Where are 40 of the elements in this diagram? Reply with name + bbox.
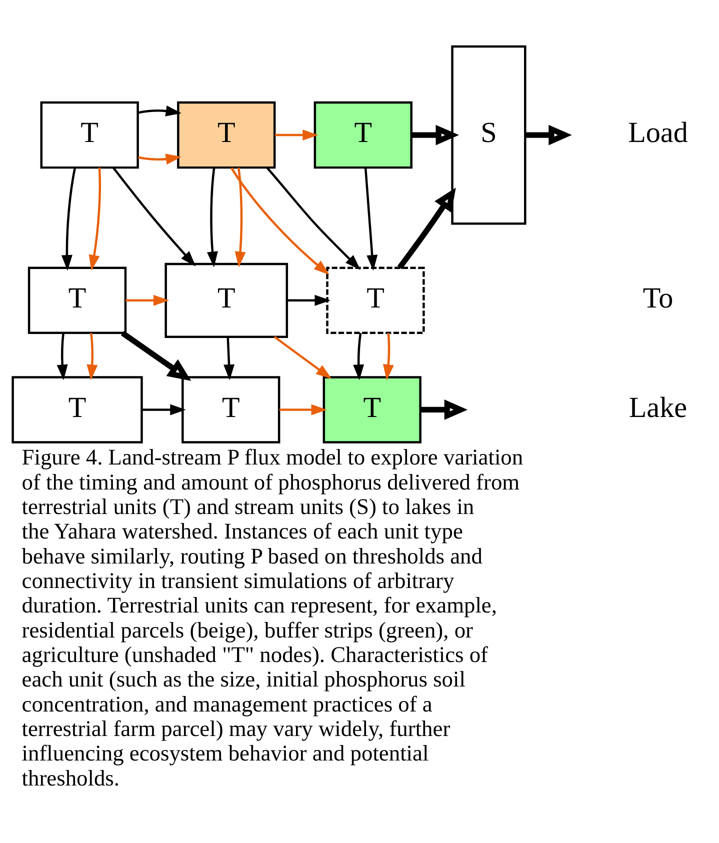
node-box: T: [314, 101, 412, 169]
arrow: [230, 167, 330, 275]
node-box: T: [164, 262, 288, 338]
arrow: [266, 167, 360, 270]
node-box: T: [177, 101, 276, 169]
arrow: [382, 333, 394, 380]
arrow: [234, 167, 246, 268]
arrow: [86, 332, 98, 380]
arrow: [206, 167, 218, 268]
arrow: [88, 168, 101, 271]
node-box: T: [28, 266, 127, 334]
arrow: [525, 124, 572, 146]
arrow: [279, 404, 327, 416]
arrow: [274, 336, 332, 379]
arrow: [364, 168, 378, 271]
arrow: [138, 106, 182, 116]
node-box: T: [12, 376, 143, 444]
arrow: [224, 336, 234, 380]
arrow: [138, 154, 182, 165]
label: Lake: [628, 392, 688, 424]
node-box: T: [322, 376, 422, 444]
arrow: [112, 167, 196, 266]
caption: Figure 4. Land-stream P flux model to explore variation of the timing and amount of phosphorus delivered from terrestrial units (T) and stream units (S) to lakes in the Yahara watershed. Instances of each unit type behave similarly, routing P based on thresholds and connectivity in transient simulations of arbitrary duration. Terrestrial units can represent, for example, residential parcels (beige), buffer strips (green), or agriculture (unshaded "T" nodes). Characteristics of each unit (such as the size, initial phosphorus soil concentration, and management practices of a terrestrial farm parcel) may vary widely, further influencing ecosystem behavior and potential thresholds.: [22, 444, 524, 790]
arrow: [142, 404, 186, 416]
arrow: [397, 188, 456, 270]
arrow: [126, 294, 170, 306]
label: Load: [628, 117, 688, 150]
arrow: [56, 332, 68, 380]
node-box: S: [451, 45, 526, 225]
arrow: [120, 330, 192, 381]
arrow: [275, 130, 318, 141]
arrow: [412, 124, 459, 146]
arrow: [353, 332, 364, 380]
node-box: T: [182, 376, 280, 444]
node-box: T: [326, 266, 425, 334]
label: To: [642, 282, 674, 314]
arrow: [286, 294, 330, 306]
arrow: [420, 400, 468, 420]
arrow: [61, 167, 76, 271]
node-box: T: [40, 101, 139, 169]
